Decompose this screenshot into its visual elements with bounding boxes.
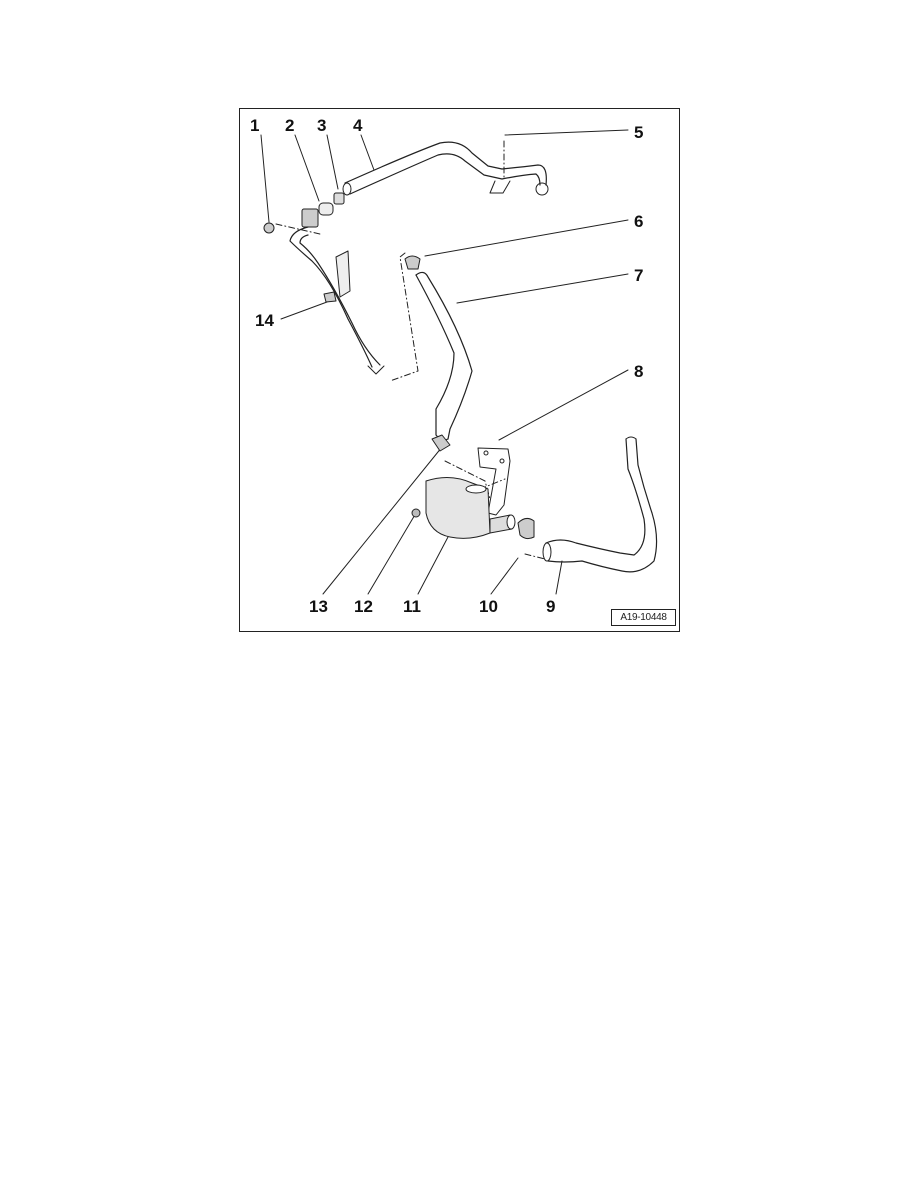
callout-12: 12 (354, 597, 373, 616)
callout-7: 7 (634, 266, 644, 285)
callout-4: 4 (353, 116, 363, 135)
callout-11: 11 (403, 597, 421, 616)
callout-10: 10 (479, 597, 498, 616)
figure-id-label: A19-10448 (611, 609, 676, 626)
assembly-lines (275, 140, 546, 560)
callout-3: 3 (317, 116, 327, 135)
callout-13: 13 (309, 597, 328, 616)
callout-6: 6 (634, 212, 644, 231)
callout-1: 1 (250, 116, 260, 135)
callout-8: 8 (634, 362, 644, 381)
coolant-hose-pump-illustration (260, 129, 658, 595)
leader-lines (260, 129, 629, 595)
callout-2: 2 (285, 116, 295, 135)
callout-14: 14 (255, 311, 274, 330)
callout-9: 9 (546, 597, 556, 616)
callout-5: 5 (634, 123, 644, 142)
